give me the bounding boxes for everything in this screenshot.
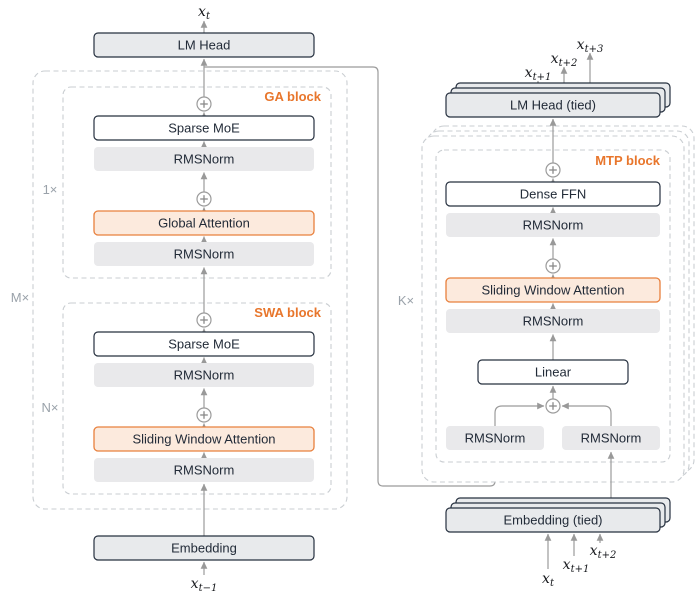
swa-add-lower-icon xyxy=(196,407,212,423)
rmsnorm-rect xyxy=(94,242,314,266)
swa-multiplier-label: N× xyxy=(42,400,59,415)
rmsnorm-rect xyxy=(562,426,660,450)
mtp-input-token-3: xt+2 xyxy=(590,543,617,561)
sparse-moe-rect xyxy=(93,115,315,141)
rmsnorm-label: RMSNorm xyxy=(465,431,526,446)
mtp-block-title: MTP block xyxy=(595,153,661,168)
rmsnorm-rect xyxy=(446,309,660,333)
dense-ffn-box: Dense FFN xyxy=(445,181,661,207)
rmsnorm-label: RMSNorm xyxy=(581,431,642,446)
rmsnorm-rect xyxy=(446,426,544,450)
ga-add-upper-icon xyxy=(196,96,212,112)
sparse-moe-label: Sparse MoE xyxy=(168,121,240,136)
embedding-tied-rect xyxy=(445,507,661,533)
ga-block-title: GA block xyxy=(264,89,321,104)
flow-arrow xyxy=(561,402,612,426)
sparse-moe-label: Sparse MoE xyxy=(168,337,240,352)
ga-rmsnorm-lower-box: RMSNorm xyxy=(94,242,314,266)
embedding-box: Embedding xyxy=(93,535,315,561)
swa-add-upper-icon xyxy=(196,312,212,328)
rmsnorm-label: RMSNorm xyxy=(174,152,235,167)
swa-rmsnorm-upper-box: RMSNorm xyxy=(94,363,314,387)
m-multiplier-label: M× xyxy=(11,290,29,305)
rmsnorm-rect xyxy=(94,458,314,482)
output-token-label: xt xyxy=(198,4,211,22)
rmsnorm-rect xyxy=(446,213,660,237)
ga-rmsnorm-upper-box: RMSNorm xyxy=(94,147,314,171)
sliding-window-attention-rect xyxy=(93,426,315,452)
mtp-rmsnorm-upper-box: RMSNorm xyxy=(446,213,660,237)
embedding-tied-stack: Embedding (tied) xyxy=(445,497,671,533)
linear-rect xyxy=(477,359,629,385)
sparse-moe-rect xyxy=(93,331,315,357)
mtp-sliding-window-attention-box: Sliding Window Attention xyxy=(445,277,661,303)
flow-arrow xyxy=(494,402,545,426)
rmsnorm-rect xyxy=(94,363,314,387)
global-attention-rect xyxy=(93,210,315,236)
sliding-window-attention-label: Sliding Window Attention xyxy=(481,283,624,298)
lm-head-tied-rect xyxy=(445,92,661,118)
mtp-rmsnorm-mid-box: RMSNorm xyxy=(446,309,660,333)
embedding-tied-label: Embedding (tied) xyxy=(504,513,603,528)
mtp-add-lower-icon xyxy=(545,398,561,414)
lm-head-tied-stack: LM Head (tied) xyxy=(445,82,671,118)
mtp-output-token-2: xt+2 xyxy=(551,51,578,69)
ga-add-lower-icon xyxy=(196,191,212,207)
dense-ffn-rect xyxy=(445,181,661,207)
sliding-window-attention-label: Sliding Window Attention xyxy=(132,432,275,447)
k-multiplier-label: K× xyxy=(398,293,414,308)
swa-sparse-moe-box: Sparse MoE xyxy=(93,331,315,357)
rmsnorm-label: RMSNorm xyxy=(523,218,584,233)
hidden-state-branch-arrow xyxy=(204,66,499,487)
rmsnorm-label: RMSNorm xyxy=(174,247,235,262)
lm-head-tied-label: LM Head (tied) xyxy=(510,98,596,113)
rmsnorm-rect xyxy=(94,147,314,171)
mtp-input-token-1: xt xyxy=(542,571,555,589)
swa-block-title: SWA block xyxy=(254,305,321,320)
linear-box: Linear xyxy=(477,359,629,385)
input-token-label: xt−1 xyxy=(191,576,218,594)
dense-ffn-label: Dense FFN xyxy=(520,187,586,202)
mtp-rmsnorm-right-box: RMSNorm xyxy=(562,426,660,450)
mtp-rmsnorm-left-box: RMSNorm xyxy=(446,426,544,450)
mtp-output-token-1: xt+1 xyxy=(525,65,552,83)
sliding-window-attention-box: Sliding Window Attention xyxy=(93,426,315,452)
lm-head-label: LM Head xyxy=(178,38,231,53)
linear-label: Linear xyxy=(535,365,572,380)
sliding-window-attention-rect xyxy=(445,277,661,303)
global-attention-box: Global Attention xyxy=(93,210,315,236)
mtp-add-mid-icon xyxy=(545,258,561,274)
mtp-output-token-3: xt+3 xyxy=(577,37,604,55)
ga-multiplier-label: 1× xyxy=(43,182,58,197)
rmsnorm-label: RMSNorm xyxy=(174,463,235,478)
lm-head-box: LM Head xyxy=(93,32,315,58)
lm-head-rect xyxy=(93,32,315,58)
rmsnorm-label: RMSNorm xyxy=(523,314,584,329)
mtp-input-token-2: xt+1 xyxy=(563,557,590,575)
global-attention-label: Global Attention xyxy=(158,216,250,231)
embedding-rect xyxy=(93,535,315,561)
main-model: M× GA block 1× SWA block N× xyxy=(11,4,499,594)
embedding-label: Embedding xyxy=(171,541,237,556)
mtp-module: K× MTP block xyxy=(398,37,695,589)
ga-sparse-moe-box: Sparse MoE xyxy=(93,115,315,141)
swa-rmsnorm-lower-box: RMSNorm xyxy=(94,458,314,482)
rmsnorm-label: RMSNorm xyxy=(174,368,235,383)
mtp-add-upper-icon xyxy=(545,162,561,178)
